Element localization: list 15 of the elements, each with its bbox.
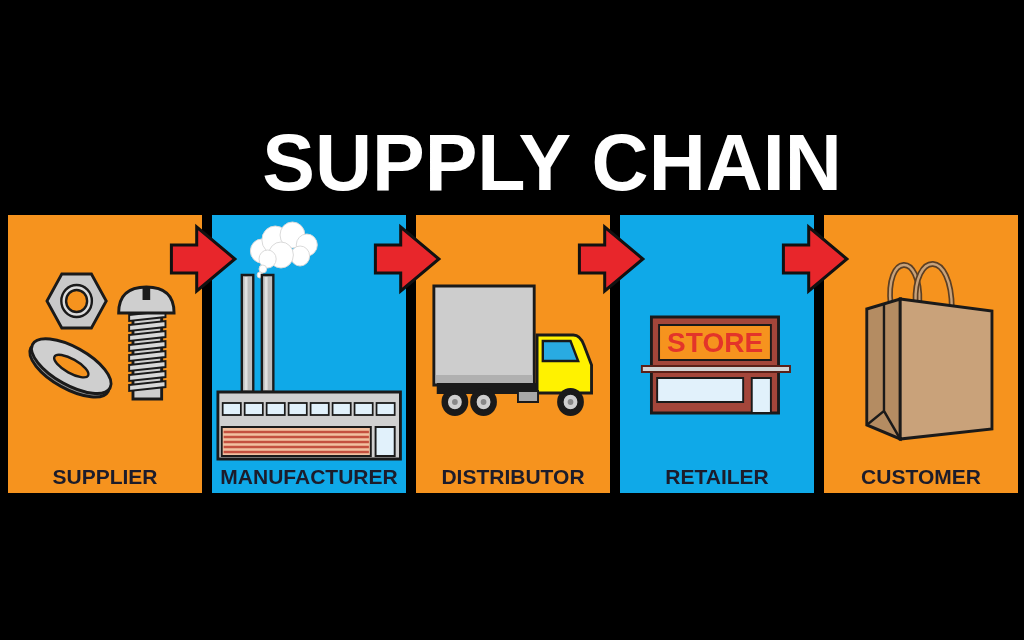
stage-label: CUSTOMER: [861, 464, 981, 490]
stage-label: DISTRIBUTOR: [441, 464, 585, 490]
stage-panel: [824, 215, 1018, 493]
diagram-title: SUPPLY CHAIN: [262, 123, 842, 202]
stage-panel: [8, 215, 202, 493]
arrow: [577, 223, 646, 295]
stage-label: SUPPLIER: [52, 464, 158, 490]
stage-panel: [620, 215, 814, 493]
sign-text: STORE: [667, 327, 764, 358]
stage-label: MANUFACTURER: [220, 464, 398, 490]
arrow: [781, 223, 850, 295]
arrow: [373, 223, 442, 295]
arrow: [169, 223, 238, 295]
stage-panel: [416, 215, 610, 493]
stage-label: RETAILER: [665, 464, 769, 490]
